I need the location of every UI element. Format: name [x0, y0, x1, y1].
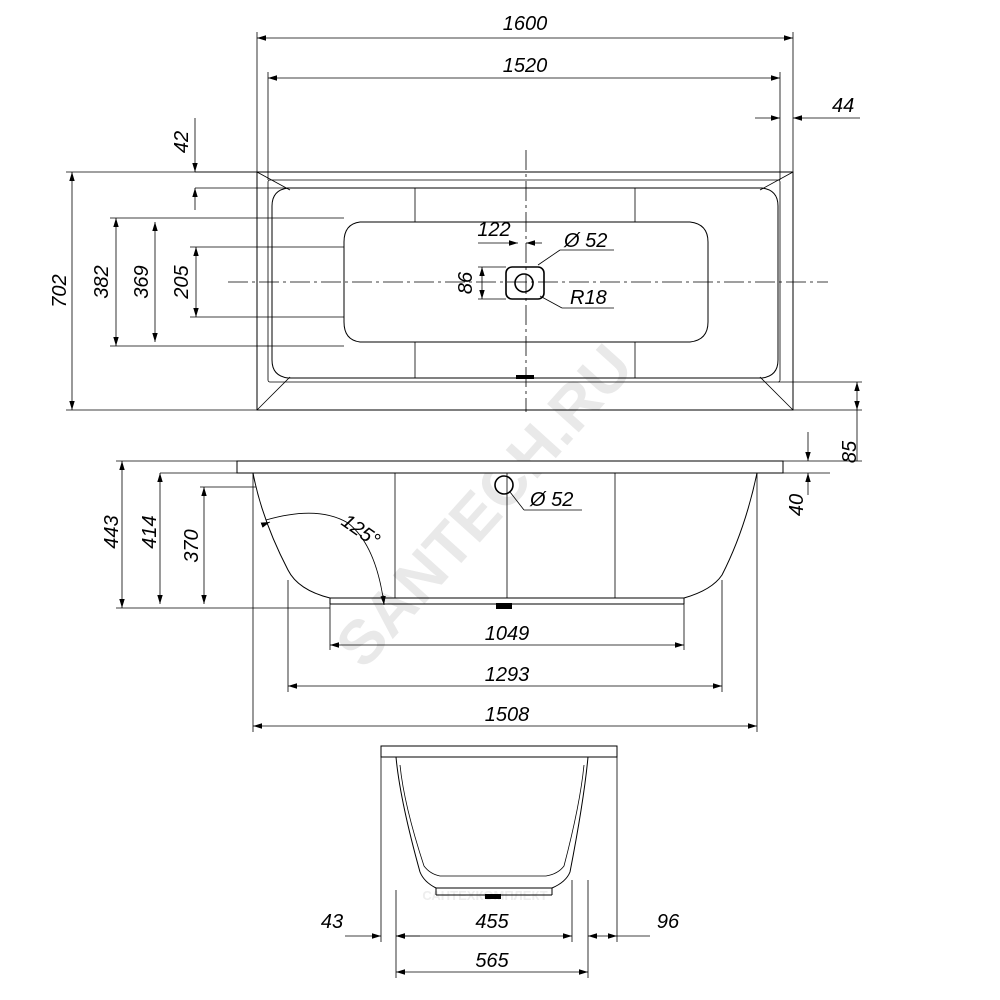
dim-rim-40: 40: [786, 494, 808, 516]
dim-drain-radius: R18: [570, 287, 607, 309]
dim-rim-85: 85: [839, 440, 861, 463]
dim-overall-width: 702: [49, 274, 71, 307]
dim-drain-height: 86: [455, 271, 477, 294]
dim-right-rim: 44: [832, 95, 854, 117]
dim-width-205: 205: [171, 264, 193, 299]
dim-height-443: 443: [101, 515, 123, 548]
dim-top-rim: 42: [171, 131, 193, 153]
dim-inner-width: 565: [475, 950, 509, 972]
dim-drain-diameter: Ø 52: [563, 230, 607, 252]
side-view-dimensions: 85 40 443 414 370 125° Ø 52 1049 1293: [101, 382, 862, 732]
dim-width-369: 369: [131, 265, 153, 298]
dim-right-rim-end: 96: [657, 911, 680, 933]
dim-length-1049: 1049: [485, 623, 530, 645]
dim-drain-offset: 122: [477, 219, 510, 241]
dim-height-414: 414: [139, 515, 161, 548]
dim-overall-length: 1600: [503, 13, 548, 35]
dim-length-1508: 1508: [485, 704, 530, 726]
dim-angle: 125°: [337, 510, 384, 552]
top-view: [228, 150, 828, 412]
top-view-dimensions: 1600 1520 44 42 702 382 369 205: [49, 13, 862, 411]
dim-width-382: 382: [91, 265, 113, 298]
dim-length-1293: 1293: [485, 664, 530, 686]
dim-overflow-diameter: Ø 52: [529, 489, 573, 511]
end-view: [380, 745, 618, 899]
dim-height-370: 370: [181, 529, 203, 562]
side-view: [236, 460, 784, 609]
dim-left-rim: 43: [321, 911, 343, 933]
dim-bottom-width: 455: [475, 911, 509, 933]
dim-inner-length: 1520: [503, 55, 548, 77]
end-view-dimensions: 43 455 96 565: [321, 757, 680, 978]
